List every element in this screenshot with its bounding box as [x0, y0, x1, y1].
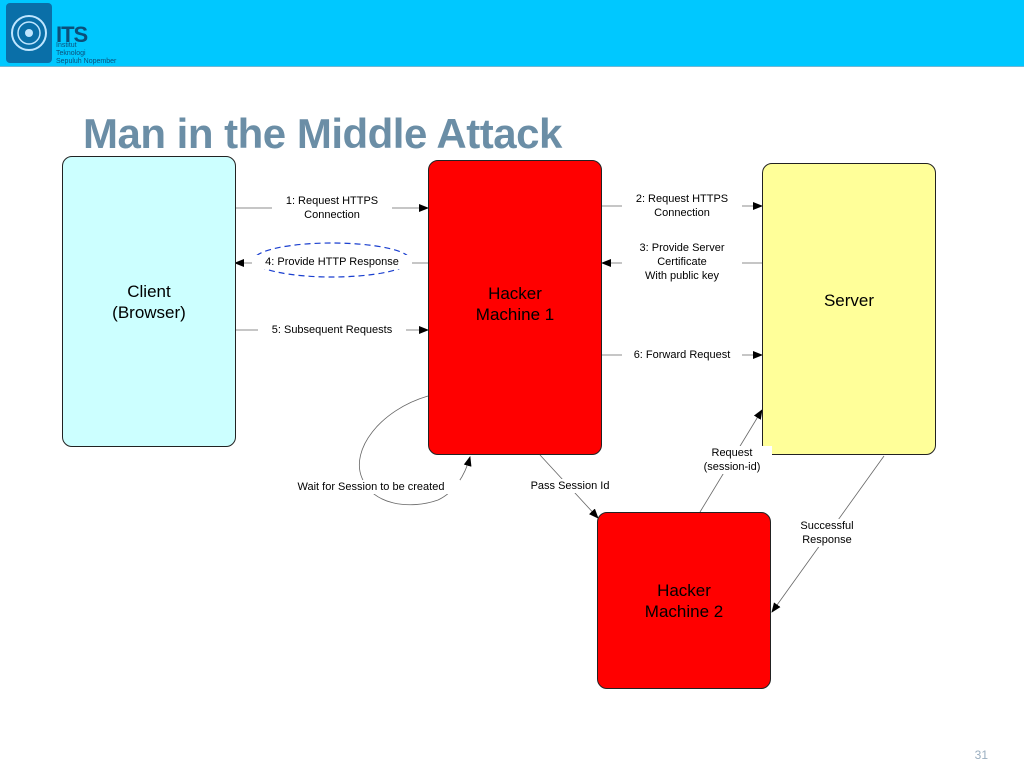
edge-2-label: 2: Request HTTPS Connection: [622, 192, 742, 220]
edge-5-label: 5: Subsequent Requests: [258, 323, 406, 337]
edge-1-label: 1: Request HTTPS Connection: [272, 194, 392, 222]
edge-3-label-line3: With public key: [645, 270, 719, 282]
pass-label: Pass Session Id: [520, 479, 620, 493]
wait-label-line1: Wait for Session to be created: [297, 481, 445, 493]
edge-2-label-line2: Connection: [654, 207, 710, 219]
edge-6-label-line1: 6: Forward Request: [633, 349, 731, 361]
client-node: Client (Browser): [62, 156, 236, 447]
client-label-line1: Client: [127, 281, 171, 301]
edge-3-label-line1: 3: Provide Server: [639, 242, 725, 254]
hacker-machine-2-node: Hacker Machine 2: [597, 512, 771, 689]
hacker2-label-line2: Machine 2: [644, 601, 724, 621]
success-label-line2: Response: [802, 534, 852, 546]
header-bar: ITS Institut Teknologi Sepuluh Nopember: [0, 0, 1024, 67]
edge-3-label: 3: Provide Server Certificate With publi…: [622, 241, 742, 283]
request-label: Request (session-id): [692, 446, 772, 474]
edge-2-label-line1: 2: Request HTTPS: [635, 193, 729, 205]
hacker1-label-line1: Hacker: [488, 283, 542, 303]
logo-line: Institut: [56, 42, 77, 49]
its-emblem-icon: [6, 3, 52, 63]
logo-line: Sepuluh Nopember: [56, 58, 117, 65]
hacker2-label-line1: Hacker: [657, 580, 711, 600]
edge-4-label: 4: Provide HTTP Response: [252, 255, 412, 269]
slide-title: Man in the Middle Attack: [83, 110, 562, 157]
success-label-line1: Successful: [800, 520, 854, 532]
pass-label-line1: Pass Session Id: [530, 480, 610, 492]
edge-1-label-line2: Connection: [304, 209, 360, 221]
hacker1-label-line2: Machine 1: [475, 304, 555, 324]
logo-word: ITS: [56, 22, 88, 47]
wait-label: Wait for Session to be created: [282, 480, 460, 494]
edge-1-label-line1: 1: Request HTTPS: [285, 195, 379, 207]
edge-3-label-line2: Certificate: [657, 256, 707, 268]
edge-6-label: 6: Forward Request: [622, 348, 742, 362]
hacker-machine-1-node: Hacker Machine 1: [428, 160, 602, 455]
server-label: Server: [823, 290, 875, 310]
success-label: Successful Response: [790, 519, 864, 547]
server-node: Server: [762, 163, 936, 455]
request-label-line1: Request: [711, 447, 753, 459]
request-label-line2: (session-id): [703, 461, 761, 473]
page-number: 31: [974, 748, 988, 762]
edge-5-label-line1: 5: Subsequent Requests: [271, 324, 393, 336]
logo-line: Teknologi: [56, 50, 86, 57]
client-label-line2: (Browser): [112, 302, 186, 322]
edge-4-label-line1: 4: Provide HTTP Response: [265, 256, 399, 268]
logo-subtitle: Institut Teknologi Sepuluh Nopember: [56, 42, 116, 66]
